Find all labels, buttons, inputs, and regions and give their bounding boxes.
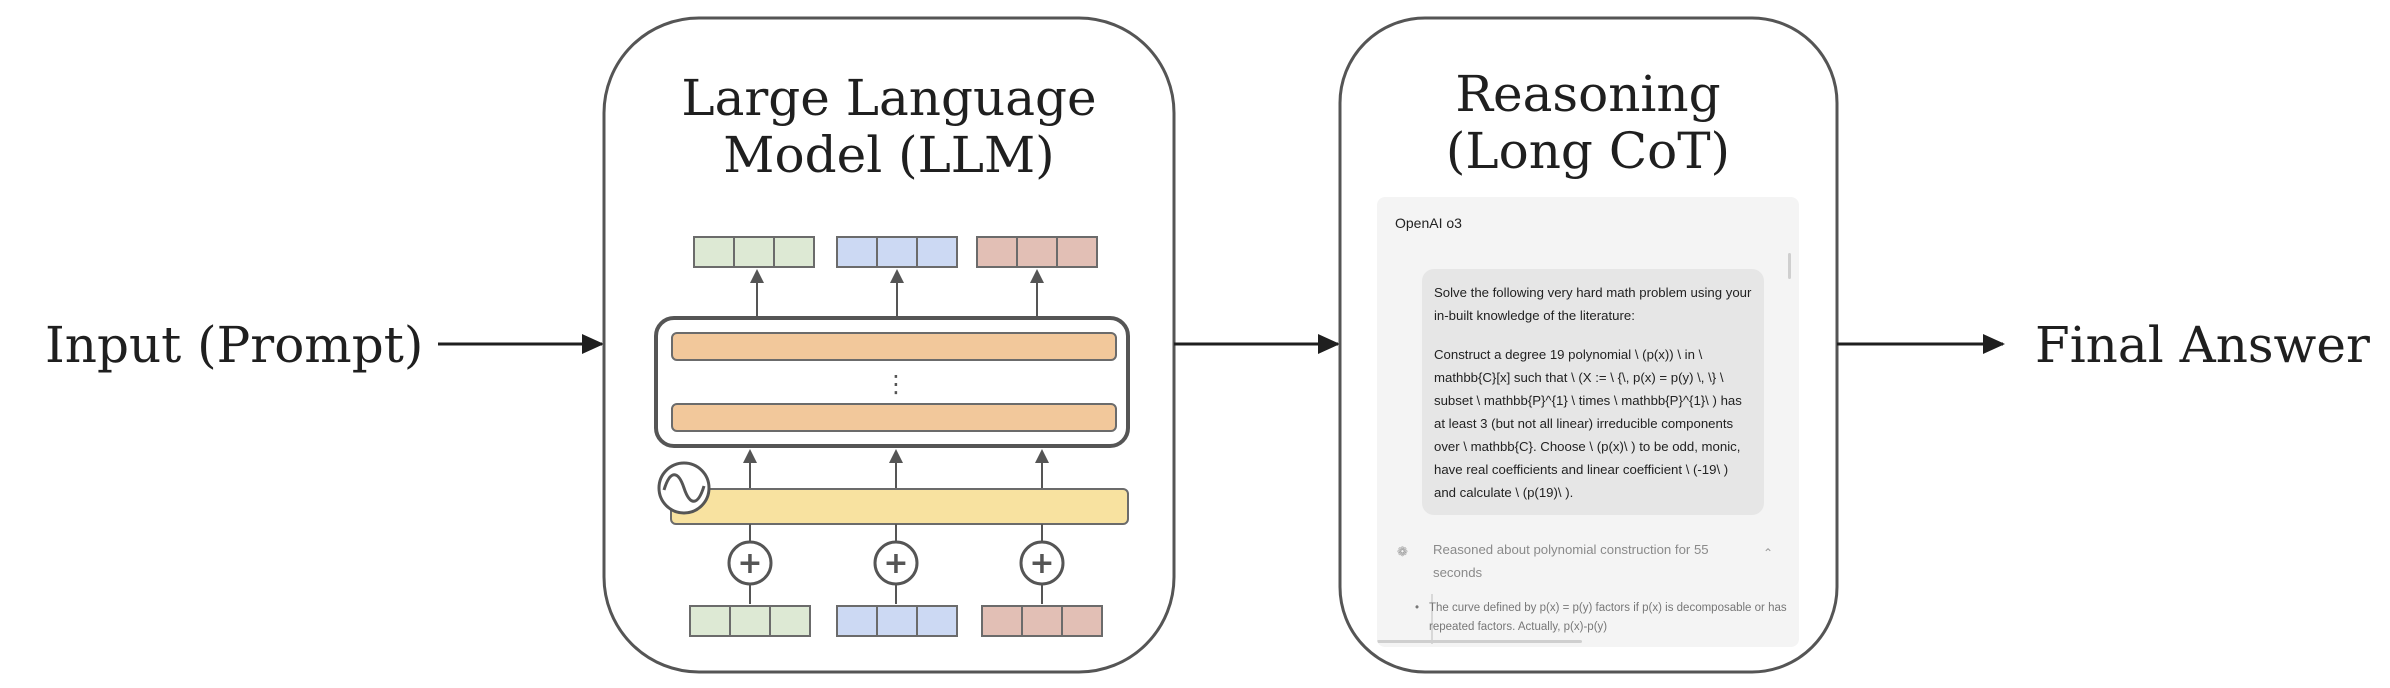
chevron-up-icon[interactable]: ⌃: [1763, 546, 1774, 560]
reasoning-bullet: • The curve defined by p(x) = p(y) facto…: [1415, 599, 1789, 637]
llm-title-line2: Model (LLM): [723, 126, 1054, 184]
input-token-red: [981, 605, 1103, 637]
add-operator-1: +: [727, 540, 773, 586]
positional-encoding-icon: [657, 461, 711, 515]
chat-horizontal-scrollbar[interactable]: [1377, 640, 1582, 643]
add-operator-2: +: [873, 540, 919, 586]
chat-model-name: OpenAI o3: [1395, 215, 1462, 231]
output-token-green: [693, 236, 815, 268]
reasoning-title-line2: (Long CoT): [1446, 122, 1730, 180]
embedding-layer: [670, 488, 1129, 525]
transformer-layer-top: [671, 332, 1117, 361]
svg-text:+: +: [883, 546, 908, 581]
reasoning-title-line1: Reasoning: [1455, 65, 1720, 123]
reasoning-spinner-icon: ❁: [1397, 544, 1408, 559]
prompt-paragraph-2: Construct a degree 19 polynomial \ (p(x)…: [1434, 347, 1742, 500]
svg-text:+: +: [737, 546, 762, 581]
input-label: Input (Prompt): [45, 316, 423, 374]
add-operator-3: +: [1019, 540, 1065, 586]
svg-text:+: +: [1029, 546, 1054, 581]
chat-scrollbar[interactable]: [1788, 253, 1791, 279]
output-label: Final Answer: [2035, 316, 2370, 374]
reasoning-summary-text: Reasoned about polynomial construction f…: [1433, 542, 1709, 580]
layer-ellipsis: ⋮: [884, 370, 908, 398]
output-token-blue: [836, 236, 958, 268]
llm-title-line1: Large Language: [681, 69, 1096, 127]
reasoning-thread-line: [1431, 594, 1433, 644]
transformer-layer-bottom: [671, 403, 1117, 432]
prompt-paragraph-1: Solve the following very hard math probl…: [1434, 285, 1752, 323]
input-token-blue: [836, 605, 958, 637]
user-prompt-bubble: Solve the following very hard math probl…: [1422, 269, 1764, 515]
input-token-green: [689, 605, 811, 637]
output-token-red: [976, 236, 1098, 268]
chat-screenshot: OpenAI o3 Solve the following very hard …: [1377, 197, 1799, 647]
reasoning-bullet-text: The curve defined by p(x) = p(y) factors…: [1429, 602, 1787, 633]
bullet-dot-icon: •: [1415, 602, 1420, 614]
